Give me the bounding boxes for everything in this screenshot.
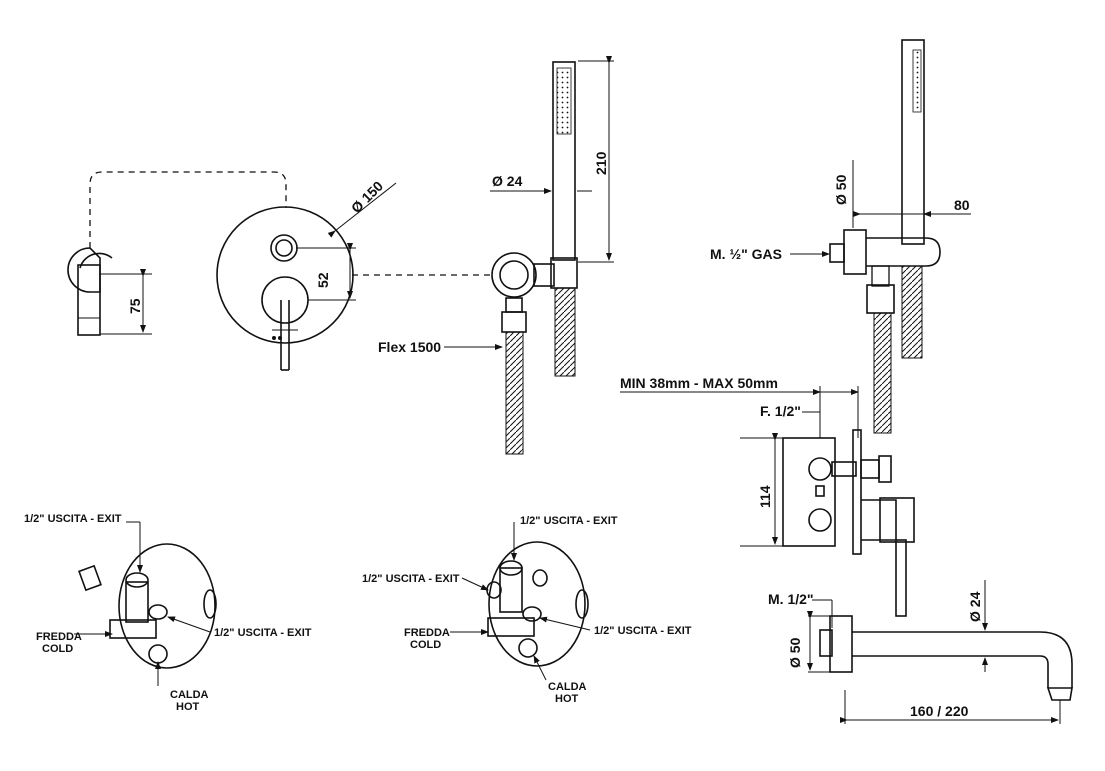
label-flex: Flex 1500 bbox=[378, 339, 441, 355]
dashed-connection bbox=[89, 171, 287, 248]
dim-50-spout: Ø 50 bbox=[787, 637, 803, 668]
dim-114: 114 bbox=[757, 485, 773, 508]
diverter-body-left: 1/2" USCITA - EXIT 1/2" USCITA - EXIT FR… bbox=[24, 513, 312, 713]
dim-52: 52 bbox=[315, 272, 331, 288]
left-exit-right: 1/2" USCITA - EXIT bbox=[214, 627, 312, 639]
mixer-side-view: 75 bbox=[67, 247, 152, 336]
hand-shower: 210 Ø 24 Flex 1500 bbox=[378, 56, 614, 455]
mid-exit-left: 1/2" USCITA - EXIT bbox=[362, 573, 460, 585]
dim-210: 210 bbox=[593, 151, 609, 175]
mid-hot-2: HOT bbox=[555, 693, 579, 705]
left-hot-1: CALDA bbox=[170, 689, 209, 701]
mid-exit-top: 1/2" USCITA - EXIT bbox=[520, 515, 618, 527]
dim-24-top: Ø 24 bbox=[492, 173, 523, 189]
concealed-body-section: MIN 38mm - MAX 50mm F. 1/2" 114 bbox=[620, 375, 915, 617]
left-cold-1: FREDDA bbox=[36, 631, 82, 643]
left-exit-top: 1/2" USCITA - EXIT bbox=[24, 513, 122, 525]
shower-side-view: Ø 50 80 M. ½" GAS bbox=[710, 39, 971, 434]
dim-160-220: 160 / 220 bbox=[910, 703, 969, 719]
label-min-max: MIN 38mm - MAX 50mm bbox=[620, 375, 778, 391]
left-hot-2: HOT bbox=[176, 701, 200, 713]
dim-50-top: Ø 50 bbox=[833, 174, 849, 205]
label-f-half: F. 1/2" bbox=[760, 403, 801, 419]
dim-150: Ø 150 bbox=[348, 178, 386, 216]
label-m-half-gas: M. ½" GAS bbox=[710, 246, 782, 262]
dim-24-spout: Ø 24 bbox=[967, 591, 983, 622]
mixer-front-plate: Ø 150 52 bbox=[216, 178, 397, 371]
diverter-body-middle: 1/2" USCITA - EXIT 1/2" USCITA - EXIT 1/… bbox=[362, 515, 692, 705]
dim-75: 75 bbox=[127, 298, 143, 314]
dim-80: 80 bbox=[954, 197, 970, 213]
mid-hot-1: CALDA bbox=[548, 681, 587, 693]
label-m-half: M. 1/2" bbox=[768, 591, 814, 607]
mid-cold-2: COLD bbox=[410, 639, 441, 651]
left-cold-2: COLD bbox=[42, 643, 73, 655]
mid-exit-right: 1/2" USCITA - EXIT bbox=[594, 625, 692, 637]
mid-cold-1: FREDDA bbox=[404, 627, 450, 639]
bath-spout: M. 1/2" Ø 50 Ø 24 160 / 220 bbox=[768, 580, 1073, 724]
